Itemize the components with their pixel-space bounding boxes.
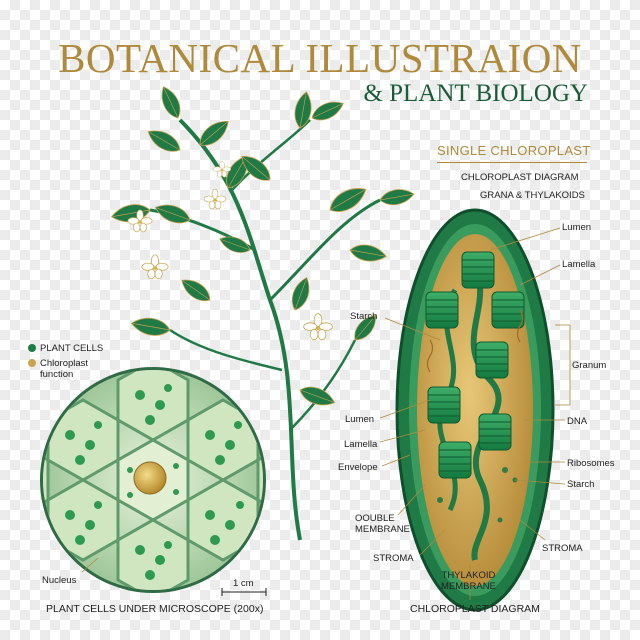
scale-bar [221,588,267,596]
label-ribosomes: Ribosomes [567,458,615,469]
microscope-view-illustration [40,367,266,593]
label-granum: Granum [572,360,607,371]
chloroplast-panel-header: SINGLE CHLOROPLAST [437,143,591,158]
label-stroma-left: STROMA [373,553,414,564]
header-divider [437,162,587,163]
label-double-membrane: OOUBLE MEMBRANE [355,513,410,535]
label-envelope: Envelope [338,462,378,473]
chloroplast-line1: CHLOROPLAST DIAGRAM [461,172,579,183]
label-lumen-top: Lumen [562,222,592,233]
legend-swatch-gold [28,359,36,368]
nucleus-shape [133,461,167,495]
plant-branch-illustration [109,83,416,541]
legend-swatch-green [28,344,36,353]
main-title: BOTANICAL ILLUSTRAION [58,35,582,81]
label-stroma-right: STROMA [542,543,583,554]
subtitle: & PLANT BIOLOGY [363,80,588,107]
chloroplast-illustration [395,208,555,612]
legend-item-chloroplast: Chloroplast function [28,358,88,380]
nucleus-callout-line [81,557,99,573]
microscope-caption: PLANT CELLS UNDER MICROSCOPE (200x) [46,603,264,615]
label-starch-right: Starch [567,479,595,490]
label-lumen-left: Lumen [345,414,375,425]
label-starch-left: Starch [350,311,378,322]
chloroplast-caption: CHLOROPLAST DIAGRAM [410,603,540,615]
legend-item-plant-cells: PLANT CELLS [28,343,103,354]
label-lamella-top: Lamella [562,259,596,270]
label-dna: DNA [567,416,588,427]
scale-bar-label: 1 cm [233,578,254,589]
label-nucleus: Nucleus [42,575,77,586]
label-thylakoid-membrane: THYLAKOID MEMBRANE [441,570,496,592]
chloroplast-line2: GRANA & THYLAKOIDS [480,190,585,201]
label-lamella-left: Lamella [344,439,378,450]
chloroplast-callout-lines [379,227,571,600]
